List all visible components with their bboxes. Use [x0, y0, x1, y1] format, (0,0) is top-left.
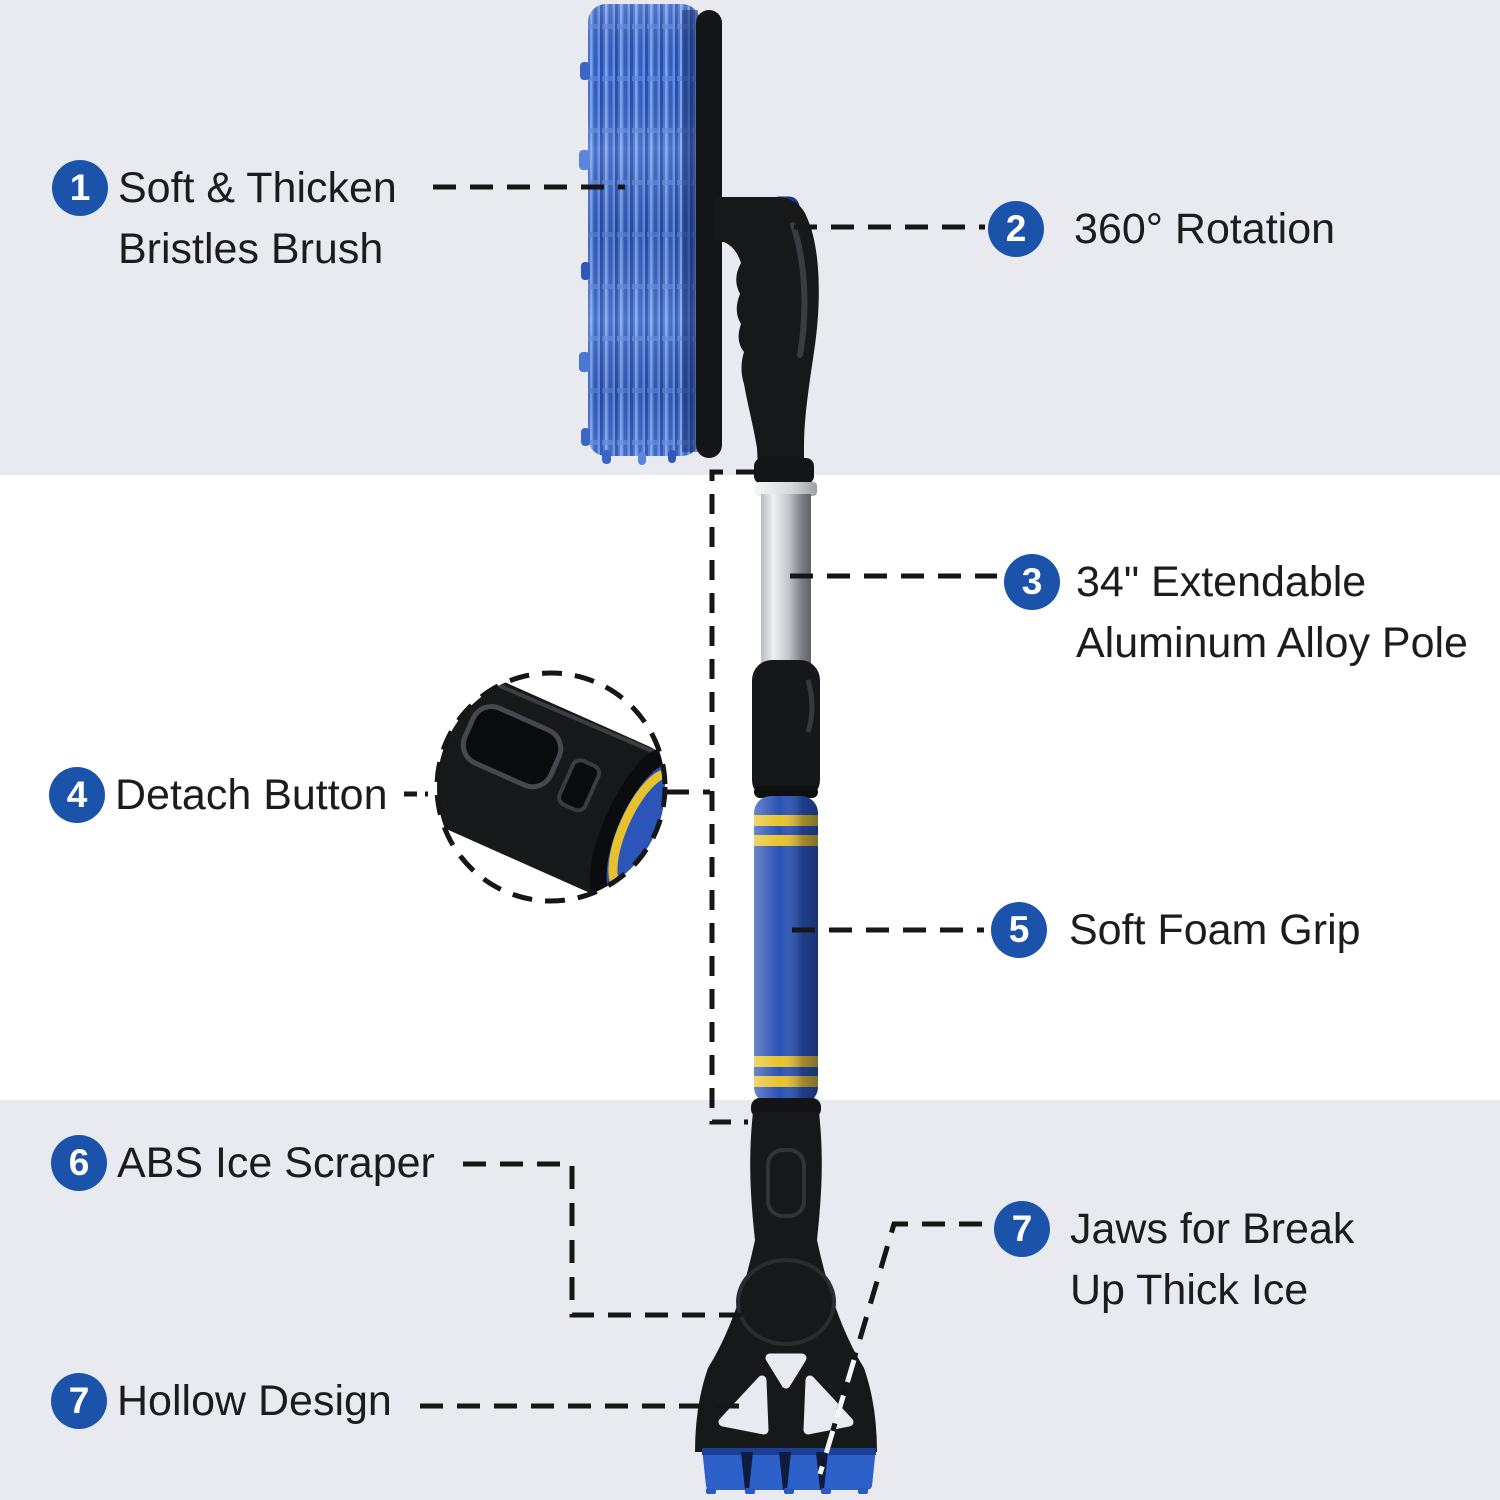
brush-backing-plate — [696, 10, 722, 458]
callout-7-line-1: Jaws for Break — [1070, 1205, 1355, 1253]
callout-2-rotation: 2 360° Rotation — [988, 199, 1335, 260]
detach-button — [460, 704, 564, 790]
callout-1-bristles: 1 Soft & Thicken Bristles Brush — [52, 158, 397, 280]
callout-7b-line-1: Hollow Design — [117, 1377, 392, 1425]
callout-3-line-1: 34" Extendable — [1076, 558, 1367, 606]
scraper-blade-jaws — [702, 1448, 876, 1494]
brush-bristles-icon — [579, 4, 700, 465]
callout-4-detach: 4 Detach Button — [49, 765, 388, 826]
scraper-body — [695, 1112, 877, 1452]
callout-2-line-1: 360° Rotation — [1074, 205, 1336, 253]
callout-7b-badge: 7 — [51, 1373, 107, 1429]
callout-1-line-2: Bristles Brush — [118, 225, 384, 273]
extendable-section-bracket — [709, 469, 756, 1125]
detach-button-inset — [434, 670, 668, 904]
callout-7-badge: 7 — [994, 1201, 1050, 1257]
callout-7-line-2: Up Thick Ice — [1070, 1266, 1309, 1314]
brush-head — [579, 4, 819, 484]
callout-1-line-1: Soft & Thicken — [118, 164, 397, 212]
callout-5-badge: 5 — [991, 902, 1047, 958]
callout-5-line-1: Soft Foam Grip — [1069, 906, 1361, 954]
pole-top-ring — [755, 482, 817, 496]
callout-6-scraper: 6 ABS Ice Scraper — [51, 1133, 435, 1194]
callout-7-hollow: 7 Hollow Design — [51, 1371, 392, 1432]
leader-line-scraper — [463, 1161, 745, 1318]
callout-6-badge: 6 — [51, 1135, 107, 1191]
callout-7-jaws: 7 Jaws for Break Up Thick Ice — [994, 1199, 1354, 1321]
callout-5-foam-grip: 5 Soft Foam Grip — [991, 900, 1361, 961]
leader-line-jaws-light-segment — [817, 1359, 857, 1475]
callout-1-badge: 1 — [52, 160, 108, 216]
callout-3-badge: 3 — [1004, 554, 1060, 610]
callout-6-line-1: ABS Ice Scraper — [117, 1139, 435, 1187]
callout-3-line-2: Aluminum Alloy Pole — [1076, 619, 1468, 667]
leader-line-jaws — [817, 1221, 982, 1475]
callout-3-pole: 3 34" Extendable Aluminum Alloy Pole — [1004, 552, 1468, 674]
telescopic-pole — [761, 494, 811, 664]
pistol-grip-handle — [714, 197, 819, 484]
callout-4-badge: 4 — [49, 767, 105, 823]
background-band-middle — [0, 475, 1500, 1100]
locking-collar — [752, 660, 820, 800]
callout-2-badge: 2 — [988, 201, 1044, 257]
callout-4-line-1: Detach Button — [115, 771, 388, 819]
foam-grip — [754, 796, 818, 1104]
